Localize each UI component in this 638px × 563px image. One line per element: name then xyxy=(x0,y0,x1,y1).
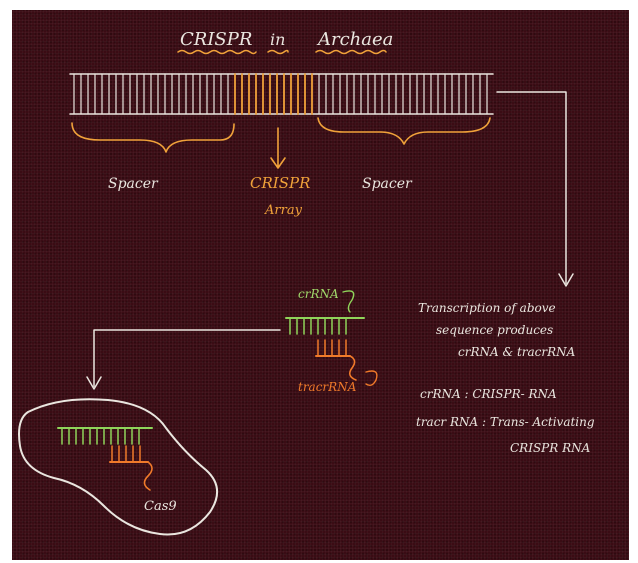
tracrrna-tail xyxy=(350,356,356,380)
crrna-teeth xyxy=(290,318,346,334)
title-underline-in xyxy=(268,51,288,54)
label-crispr: CRISPR xyxy=(250,174,310,192)
note-line-3: crRNA & tracrRNA xyxy=(458,345,576,359)
note-line-2: sequence produces xyxy=(436,323,553,337)
rna-complex-middle: crRNA tracrRNA xyxy=(286,287,377,394)
cas9-protein-outline xyxy=(19,399,217,534)
definition-tracrrna: tracr RNA : Trans- Activating xyxy=(416,415,595,429)
cas9-tracrrna-teeth xyxy=(112,446,140,462)
cas9-crrna-teeth xyxy=(62,428,139,444)
transcription-notes: Transcription of above sequence produces… xyxy=(418,301,576,359)
spacer-right-brace xyxy=(318,118,490,144)
definition-crrna: crRNA : CRISPR- RNA xyxy=(420,387,557,401)
definitions: crRNA : CRISPR- RNA tracr RNA : Trans- A… xyxy=(416,387,595,455)
dna-sequence xyxy=(70,74,493,114)
title-crispr: CRISPR xyxy=(180,29,252,50)
label-crrna: crRNA xyxy=(298,287,339,301)
title: CRISPR in Archaea xyxy=(178,29,393,54)
definition-tracrrna-cont: CRISPR RNA xyxy=(510,441,591,455)
chalkboard-canvas: CRISPR in Archaea Spacer CRISPR Array Sp… xyxy=(12,10,629,560)
note-line-1: Transcription of above xyxy=(418,301,556,315)
title-underline-crispr xyxy=(178,51,256,54)
transcription-arrow xyxy=(497,92,573,286)
tracrrna-pointer xyxy=(366,371,377,385)
label-array: Array xyxy=(264,203,303,218)
spacer-left-brace xyxy=(72,123,234,152)
label-tracrrna: tracrRNA xyxy=(298,380,357,394)
crrna-pointer xyxy=(343,291,354,312)
rna-complex-cas9 xyxy=(58,428,152,490)
crispr-diagram: CRISPR in Archaea Spacer CRISPR Array Sp… xyxy=(12,10,629,560)
label-spacer-left: Spacer xyxy=(108,176,159,192)
dna-rungs xyxy=(74,74,487,114)
label-cas9: Cas9 xyxy=(144,499,177,514)
title-archaea: Archaea xyxy=(316,29,393,50)
title-underline-archaea xyxy=(316,51,386,54)
tracrrna-teeth xyxy=(318,340,346,356)
cas9-loading-arrow xyxy=(87,330,280,389)
cas9-tracrrna-tail xyxy=(144,462,152,490)
label-spacer-right: Spacer xyxy=(362,176,413,192)
title-in: in xyxy=(270,30,285,49)
crispr-array-arrow xyxy=(271,128,285,168)
